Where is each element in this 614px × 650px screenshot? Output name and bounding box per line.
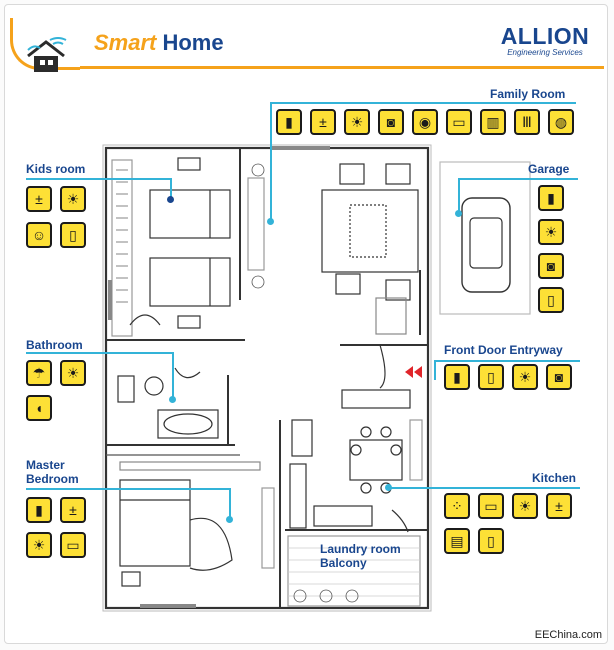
frontdoor-leader-h <box>434 360 580 362</box>
motion-sensor-icon[interactable]: ▯ <box>538 287 564 313</box>
heater-icon[interactable]: Ⅲ <box>514 109 540 135</box>
garage-dot <box>455 210 462 217</box>
header-rule <box>80 66 604 69</box>
label-garage: Garage <box>528 162 570 176</box>
smoke-detector-icon[interactable]: ◍ <box>548 109 574 135</box>
fridge-icon[interactable]: ▯ <box>478 528 504 554</box>
baby-monitor-icon[interactable]: ☺ <box>26 222 52 248</box>
label-master-bedroom-1: Master <box>26 458 65 472</box>
label-kids-room: Kids room <box>26 162 86 176</box>
family-leader-h <box>270 102 576 104</box>
speaker-icon[interactable]: ◉ <box>412 109 438 135</box>
thermostat-icon[interactable]: ± <box>310 109 336 135</box>
brand-name: ALLION <box>500 23 590 49</box>
label-bathroom: Bathroom <box>26 338 83 352</box>
microwave-icon[interactable]: ▤ <box>444 528 470 554</box>
toilet-icon[interactable]: ◖ <box>26 395 52 421</box>
label-kitchen: Kitchen <box>532 471 577 485</box>
light-bulb-icon[interactable]: ☀ <box>538 219 564 245</box>
label-family-room: Family Room <box>490 87 566 101</box>
camera-icon[interactable]: ◙ <box>538 253 564 279</box>
stove-icon[interactable]: ⁘ <box>444 493 470 519</box>
family-room-dot <box>267 218 274 225</box>
kids-room-dot <box>167 196 174 203</box>
door-sensor-icon[interactable]: ▮ <box>276 109 302 135</box>
label-laundry-1: Laundry room <box>320 542 401 556</box>
door-sensor-icon[interactable]: ▮ <box>538 185 564 211</box>
garage-leader-v <box>458 178 460 214</box>
master-dot <box>226 516 233 523</box>
label-front-door: Front Door Entryway <box>444 343 563 357</box>
smart-home-logo-icon <box>27 37 67 72</box>
thermostat-icon[interactable]: ± <box>546 493 572 519</box>
label-laundry-2: Balcony <box>320 556 367 570</box>
light-bulb-icon[interactable]: ☀ <box>512 364 538 390</box>
frontdoor-leader-v <box>434 360 436 380</box>
tv-icon[interactable]: ▭ <box>60 532 86 558</box>
window-sensor-icon[interactable]: ▥ <box>480 109 506 135</box>
frame <box>4 4 608 644</box>
camera-icon[interactable]: ◙ <box>546 364 572 390</box>
plants <box>251 163 359 603</box>
kids-leader-h <box>26 178 172 180</box>
bathroom-leader-h <box>26 352 174 354</box>
thermostat-icon[interactable]: ± <box>26 186 52 212</box>
master-leader-v <box>229 488 231 520</box>
light-bulb-icon[interactable]: ☀ <box>512 493 538 519</box>
family-leader-v <box>270 102 272 222</box>
tv-icon[interactable]: ▭ <box>478 493 504 519</box>
shower-icon[interactable]: ☂ <box>26 360 52 386</box>
bathroom-dot <box>169 396 176 403</box>
outer-wall <box>104 146 430 610</box>
kitchen-dot <box>385 484 392 491</box>
motion-sensor-icon[interactable]: ▯ <box>60 222 86 248</box>
light-bulb-icon[interactable]: ☀ <box>344 109 370 135</box>
door-sensor-icon[interactable]: ▮ <box>444 364 470 390</box>
door-sensor-icon[interactable]: ▮ <box>26 497 52 523</box>
title-home: Home <box>162 30 224 55</box>
garage-leader-h <box>458 178 578 180</box>
label-master-bedroom-2: Bedroom <box>26 472 79 486</box>
camera-icon[interactable]: ◙ <box>378 109 404 135</box>
kids-leader-v <box>170 178 172 200</box>
light-bulb-icon[interactable]: ☀ <box>60 186 86 212</box>
master-leader-h <box>26 488 230 490</box>
page-title: Smart Home <box>94 30 224 56</box>
title-smart: Smart <box>94 30 157 55</box>
tv-icon[interactable]: ▭ <box>446 109 472 135</box>
motion-sensor-icon[interactable]: ▯ <box>478 364 504 390</box>
light-bulb-icon[interactable]: ☀ <box>26 532 52 558</box>
brand-tagline: Engineering Services <box>507 48 583 57</box>
brand-logo: ALLION Engineering Services <box>490 24 600 57</box>
thermostat-icon[interactable]: ± <box>60 497 86 523</box>
footer-credit: EEChina.com <box>534 629 602 641</box>
bathroom-leader-v <box>172 352 174 400</box>
light-bulb-icon[interactable]: ☀ <box>60 360 86 386</box>
kitchen-leader-h <box>388 487 580 489</box>
